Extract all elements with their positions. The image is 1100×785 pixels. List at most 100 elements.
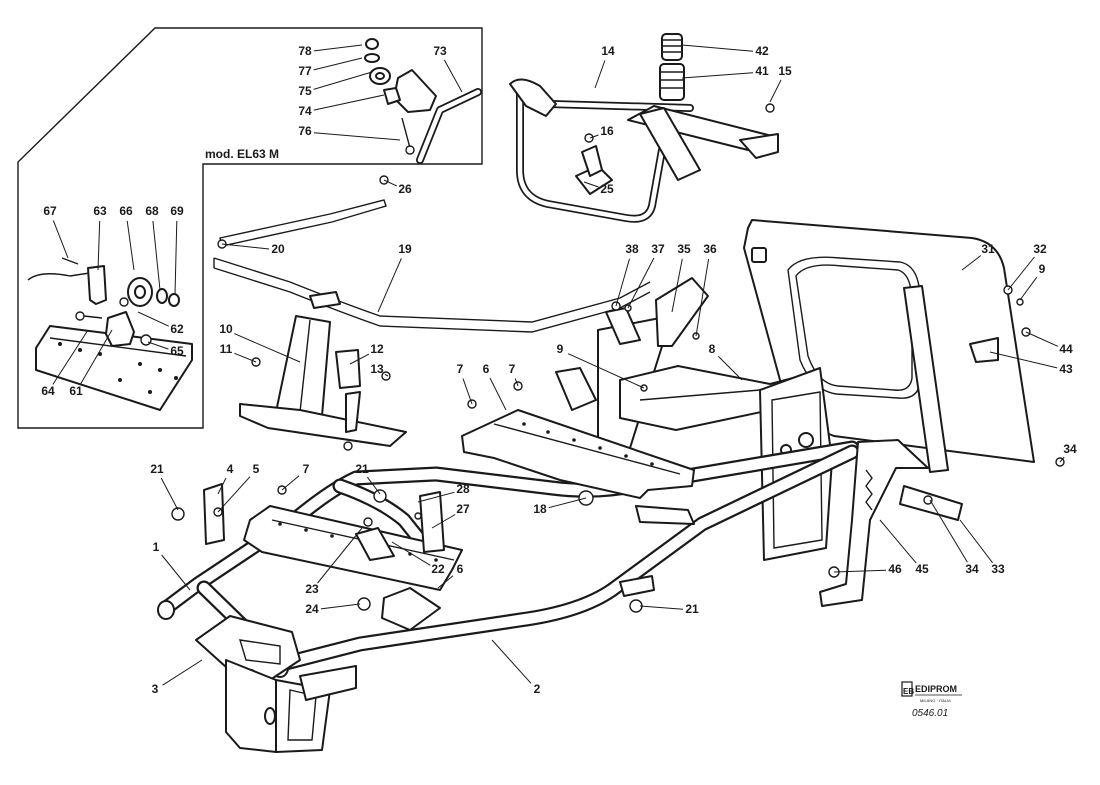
- callout-61: 61: [69, 329, 113, 398]
- callout-leader: [514, 378, 519, 387]
- callout-leader: [548, 497, 587, 509]
- callout-leader: [627, 257, 655, 309]
- seat-support-frame: [509, 78, 779, 223]
- callout-label: 19: [398, 242, 412, 256]
- callout-leader: [313, 44, 363, 52]
- callout-21: 21: [639, 602, 699, 616]
- callout-label: 35: [677, 242, 691, 256]
- cross-members: [171, 409, 695, 631]
- callout-leader: [384, 373, 389, 377]
- callout-label: 28: [456, 482, 470, 496]
- callout-18: 18: [533, 497, 587, 516]
- logo-mark: EB: [903, 687, 914, 696]
- callout-7: 7: [281, 462, 310, 491]
- callout-label: 11: [220, 342, 233, 356]
- callout-label: 43: [1059, 362, 1073, 376]
- callout-label: 20: [271, 242, 285, 256]
- callout-69: 69: [170, 204, 184, 296]
- seat-spring: [659, 33, 685, 101]
- callout-leader: [313, 71, 373, 90]
- callout-leader: [391, 541, 431, 566]
- callout-31: 31: [961, 242, 995, 271]
- callout-label: 21: [150, 462, 164, 476]
- callout-78: 78: [298, 44, 363, 58]
- callout-44: 44: [1025, 331, 1073, 356]
- callout-label: 10: [219, 322, 233, 336]
- callout-label: 64: [41, 384, 55, 398]
- callout-76: 76: [298, 124, 401, 141]
- callout-34: 34: [1059, 442, 1077, 463]
- callout-26: 26: [383, 179, 412, 196]
- callout-leader: [489, 377, 507, 411]
- callout-label: 42: [755, 44, 769, 58]
- callout-label: 33: [991, 562, 1005, 576]
- callout-13: 13: [370, 362, 389, 377]
- callout-label: 7: [457, 362, 464, 376]
- callout-label: 16: [600, 124, 614, 138]
- callout-label: 68: [145, 204, 159, 218]
- callout-64: 64: [41, 329, 89, 398]
- callout-leader: [383, 179, 398, 187]
- steering-column-bar: [213, 175, 651, 333]
- callout-label: 22: [431, 562, 445, 576]
- callout-leader: [52, 329, 89, 385]
- callout-label: 9: [1039, 262, 1046, 276]
- callout-label: 24: [305, 602, 319, 616]
- callout-label: 7: [303, 462, 310, 476]
- callout-leader: [769, 79, 782, 103]
- callout-leader: [1007, 256, 1035, 291]
- callout-label: 6: [457, 562, 464, 576]
- callout-leader: [313, 57, 363, 71]
- cross-member-upper-holes: [522, 422, 654, 466]
- callout-label: 69: [170, 204, 184, 218]
- callout-9: 9: [557, 342, 645, 389]
- callout-21: 21: [150, 462, 179, 511]
- callout-24: 24: [305, 602, 361, 616]
- callout-leader: [349, 353, 370, 365]
- callout-25: 25: [583, 181, 614, 196]
- callout-63: 63: [93, 204, 107, 271]
- callout-2: 2: [491, 639, 541, 696]
- callout-16: 16: [589, 124, 614, 139]
- callout-19: 19: [377, 242, 412, 313]
- callout-label: 26: [398, 182, 412, 196]
- callout-65: 65: [147, 341, 184, 358]
- callout-label: 41: [755, 64, 769, 78]
- inset-pulley-assembly: [27, 257, 193, 411]
- callout-leader: [491, 639, 532, 684]
- callout-21: 21: [355, 462, 381, 495]
- callout-label: 74: [298, 104, 312, 118]
- callout-8: 8: [709, 342, 743, 381]
- callout-leader: [959, 519, 993, 564]
- callout-45: 45: [879, 519, 929, 576]
- callout-label: 63: [93, 204, 107, 218]
- inset-pivot-assembly: [364, 38, 482, 164]
- callout-label: 62: [170, 322, 184, 336]
- callout-35: 35: [671, 242, 691, 313]
- callout-73: 73: [433, 44, 463, 93]
- callout-label: 4: [227, 462, 234, 476]
- callout-label: 61: [69, 384, 83, 398]
- inset-panel: mod. EL63 M: [17, 27, 483, 429]
- callout-label: 75: [298, 84, 312, 98]
- callout-label: 12: [370, 342, 384, 356]
- callout-leader: [417, 491, 455, 503]
- callout-leader: [615, 258, 630, 307]
- callout-14: 14: [594, 44, 615, 89]
- callout-leader: [234, 352, 257, 363]
- callout-43: 43: [989, 351, 1073, 376]
- callout-leader: [681, 44, 754, 52]
- callout-leader: [313, 132, 401, 141]
- inset-title: mod. EL63 M: [205, 147, 279, 161]
- callout-67: 67: [43, 204, 69, 259]
- callout-label: 13: [370, 362, 384, 376]
- callout-leader: [160, 477, 179, 511]
- callout-32: 32: [1007, 242, 1047, 291]
- callout-label: 67: [43, 204, 57, 218]
- callout-38: 38: [615, 242, 639, 307]
- callout-4: 4: [217, 462, 234, 495]
- callout-leader: [462, 378, 473, 405]
- callout-leader: [152, 220, 161, 291]
- callout-leader: [929, 499, 968, 563]
